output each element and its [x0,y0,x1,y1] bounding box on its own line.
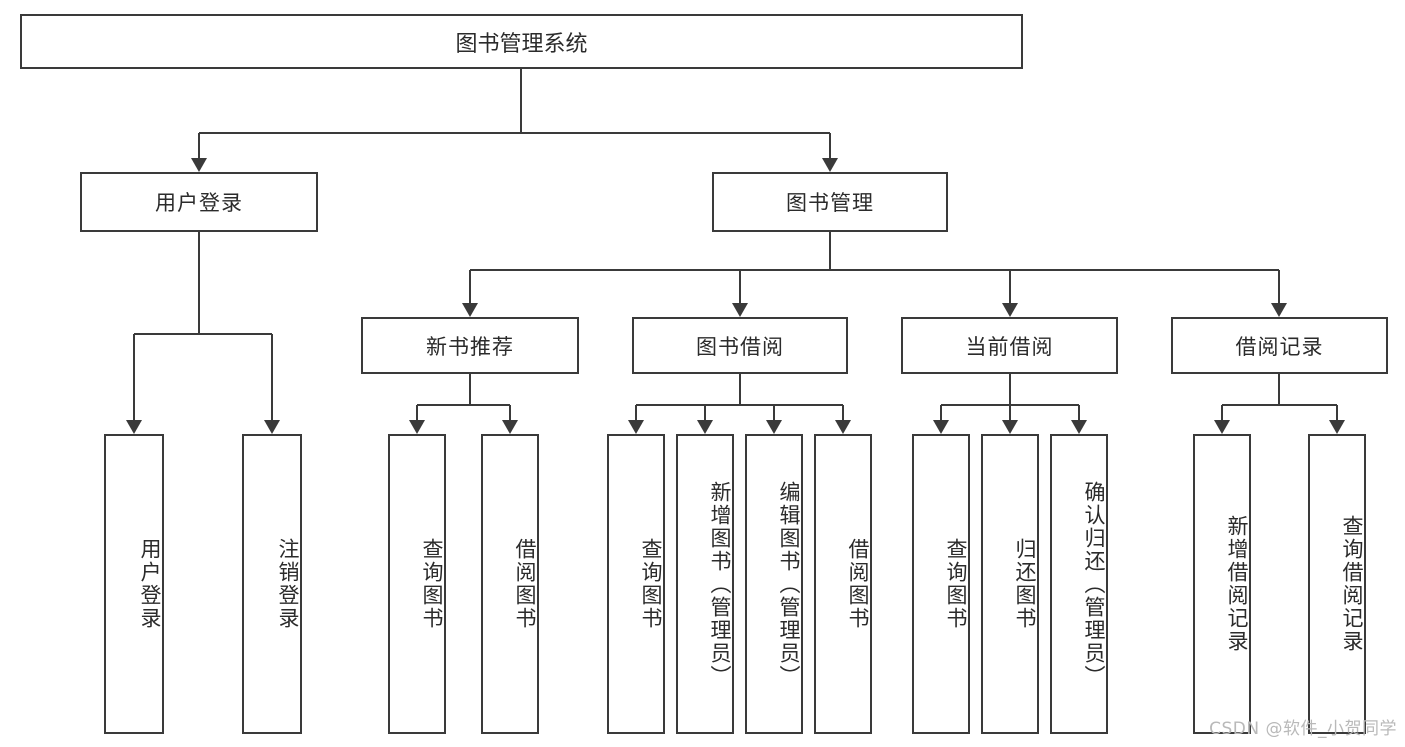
node-new-book-recommend[interactable]: 新书推荐 [361,317,579,374]
arrow-root-to-book-manage [822,158,838,172]
arrow-recommend-to-l1 [409,420,425,434]
node-leaf-query-book-3-label: 查询图书 [944,538,968,630]
arrow-current-to-l1 [933,420,949,434]
arrow-user-login-to-leaf2 [264,420,280,434]
arrow-book-manage-to-c4 [1271,303,1287,317]
node-user-login[interactable]: 用户登录 [80,172,318,232]
node-leaf-return-book[interactable]: 归还图书 [981,434,1039,734]
node-book-borrow[interactable]: 图书借阅 [632,317,848,374]
node-leaf-add-record-label: 新增借阅记录 [1225,515,1249,653]
node-book-manage[interactable]: 图书管理 [712,172,948,232]
node-borrow-record-label: 借阅记录 [1235,334,1324,359]
node-leaf-query-book-1-label: 查询图书 [420,538,444,630]
node-leaf-query-record-label: 查询借阅记录 [1340,515,1364,653]
arrow-recommend-to-l2 [502,420,518,434]
node-leaf-add-record[interactable]: 新增借阅记录 [1193,434,1251,734]
node-leaf-query-book-2-label: 查询图书 [639,538,663,630]
node-leaf-edit-book-label: 编辑图书（管理员） [777,480,801,688]
node-leaf-logout-login[interactable]: 注销登录 [242,434,302,734]
node-leaf-query-book-2[interactable]: 查询图书 [607,434,665,734]
arrow-current-to-l3 [1071,420,1087,434]
arrow-borrow-to-l1 [628,420,644,434]
node-leaf-query-book-3[interactable]: 查询图书 [912,434,970,734]
arrow-borrow-to-l3 [766,420,782,434]
node-book-borrow-label: 图书借阅 [696,334,784,359]
node-borrow-record[interactable]: 借阅记录 [1171,317,1388,374]
node-leaf-borrow-book-1-label: 借阅图书 [513,538,537,630]
node-leaf-user-login-label: 用户登录 [138,538,162,630]
node-root-system[interactable]: 图书管理系统 [20,14,1023,69]
node-leaf-query-book-1[interactable]: 查询图书 [388,434,446,734]
arrow-current-to-l2 [1002,420,1018,434]
node-book-manage-label: 图书管理 [786,191,874,215]
node-leaf-borrow-book-1[interactable]: 借阅图书 [481,434,539,734]
arrow-record-to-l1 [1214,420,1230,434]
arrow-user-login-to-leaf1 [126,420,142,434]
arrow-record-to-l2 [1329,420,1345,434]
node-current-borrow-label: 当前借阅 [965,334,1054,359]
arrow-borrow-to-l2 [697,420,713,434]
node-leaf-add-book-label: 新增图书（管理员） [708,480,732,688]
node-leaf-borrow-book-2-label: 借阅图书 [846,538,870,630]
node-leaf-return-book-label: 归还图书 [1013,538,1037,630]
csdn-watermark: CSDN @软件_小贺同学 [1209,719,1397,739]
arrow-root-to-user-login [191,158,207,172]
node-leaf-confirm-return-label: 确认归还（管理员） [1082,480,1106,688]
node-leaf-add-book[interactable]: 新增图书（管理员） [676,434,734,734]
arrow-book-manage-to-c2 [732,303,748,317]
node-leaf-edit-book[interactable]: 编辑图书（管理员） [745,434,803,734]
node-user-login-label: 用户登录 [155,191,243,215]
node-root-system-label: 图书管理系统 [455,31,588,57]
node-current-borrow[interactable]: 当前借阅 [901,317,1118,374]
node-leaf-query-record[interactable]: 查询借阅记录 [1308,434,1366,734]
arrow-borrow-to-l4 [835,420,851,434]
node-new-book-recommend-label: 新书推荐 [426,334,514,359]
node-leaf-confirm-return[interactable]: 确认归还（管理员） [1050,434,1108,734]
node-leaf-user-login[interactable]: 用户登录 [104,434,164,734]
arrow-book-manage-to-c1 [462,303,478,317]
arrow-book-manage-to-c3 [1002,303,1018,317]
node-leaf-logout-login-label: 注销登录 [276,538,300,630]
node-leaf-borrow-book-2[interactable]: 借阅图书 [814,434,872,734]
